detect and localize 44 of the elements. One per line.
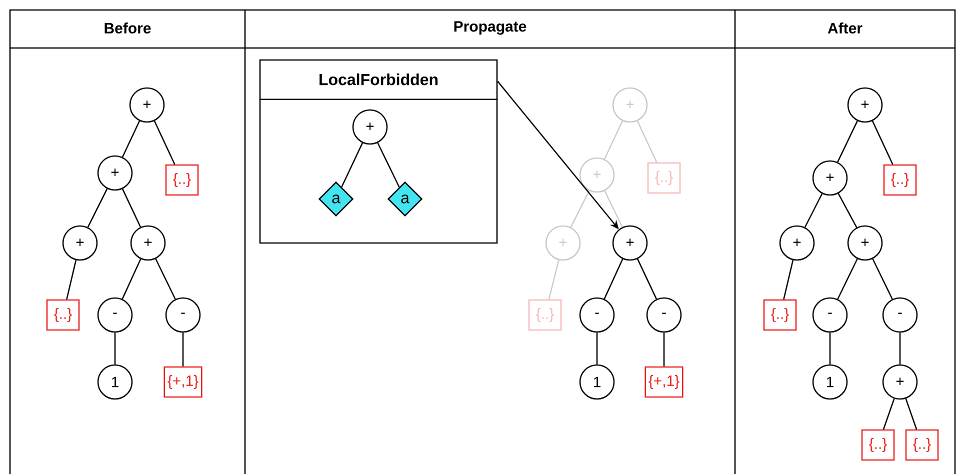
- tree-edge: [114, 332, 116, 364]
- tree-edge: [122, 258, 142, 300]
- tree-edge: [663, 332, 665, 366]
- column-header: After: [828, 22, 862, 34]
- tree-edge: [122, 120, 140, 158]
- tree-edge: [604, 120, 624, 160]
- column-header: Propagate: [454, 21, 526, 35]
- tree-edge: [596, 332, 598, 364]
- tree-edge: [804, 193, 823, 228]
- set-box: {..}: [165, 164, 199, 196]
- set-box: {..}: [46, 299, 80, 331]
- tree-edge: [838, 193, 858, 228]
- tree-edge: [341, 142, 364, 188]
- set-box: {+,1}: [644, 366, 684, 398]
- set-box: {..}: [647, 162, 681, 194]
- tree-edge: [548, 260, 560, 300]
- tree-edge: [604, 190, 623, 228]
- set-box: {..}: [528, 299, 562, 331]
- tree-edge: [377, 142, 400, 188]
- set-box: {..}: [905, 429, 939, 461]
- tree-edge: [604, 258, 624, 300]
- set-box: {+,1}: [164, 366, 202, 398]
- tree-edge: [154, 120, 176, 165]
- set-box: {..}: [861, 429, 895, 461]
- tree-edge: [155, 258, 176, 300]
- tree-edge: [87, 188, 108, 228]
- tree-edge: [783, 260, 794, 300]
- column-header: Before: [104, 22, 151, 34]
- tree-edge: [905, 398, 918, 430]
- tree-edge: [829, 332, 831, 364]
- tree-edge: [872, 258, 893, 300]
- tree-edge: [122, 188, 142, 228]
- tree-edge: [636, 258, 658, 300]
- tree-edge: [182, 332, 184, 366]
- tree-edge: [66, 260, 77, 300]
- set-box: {..}: [883, 164, 917, 196]
- set-box: {..}: [763, 299, 797, 331]
- tree-edge: [837, 258, 858, 300]
- tree-edge: [636, 120, 658, 163]
- tree-edge: [837, 120, 858, 162]
- tree-edge: [882, 398, 895, 430]
- tree-edge: [899, 332, 901, 364]
- tree-edge: [872, 120, 894, 165]
- tree-edge: [570, 190, 590, 228]
